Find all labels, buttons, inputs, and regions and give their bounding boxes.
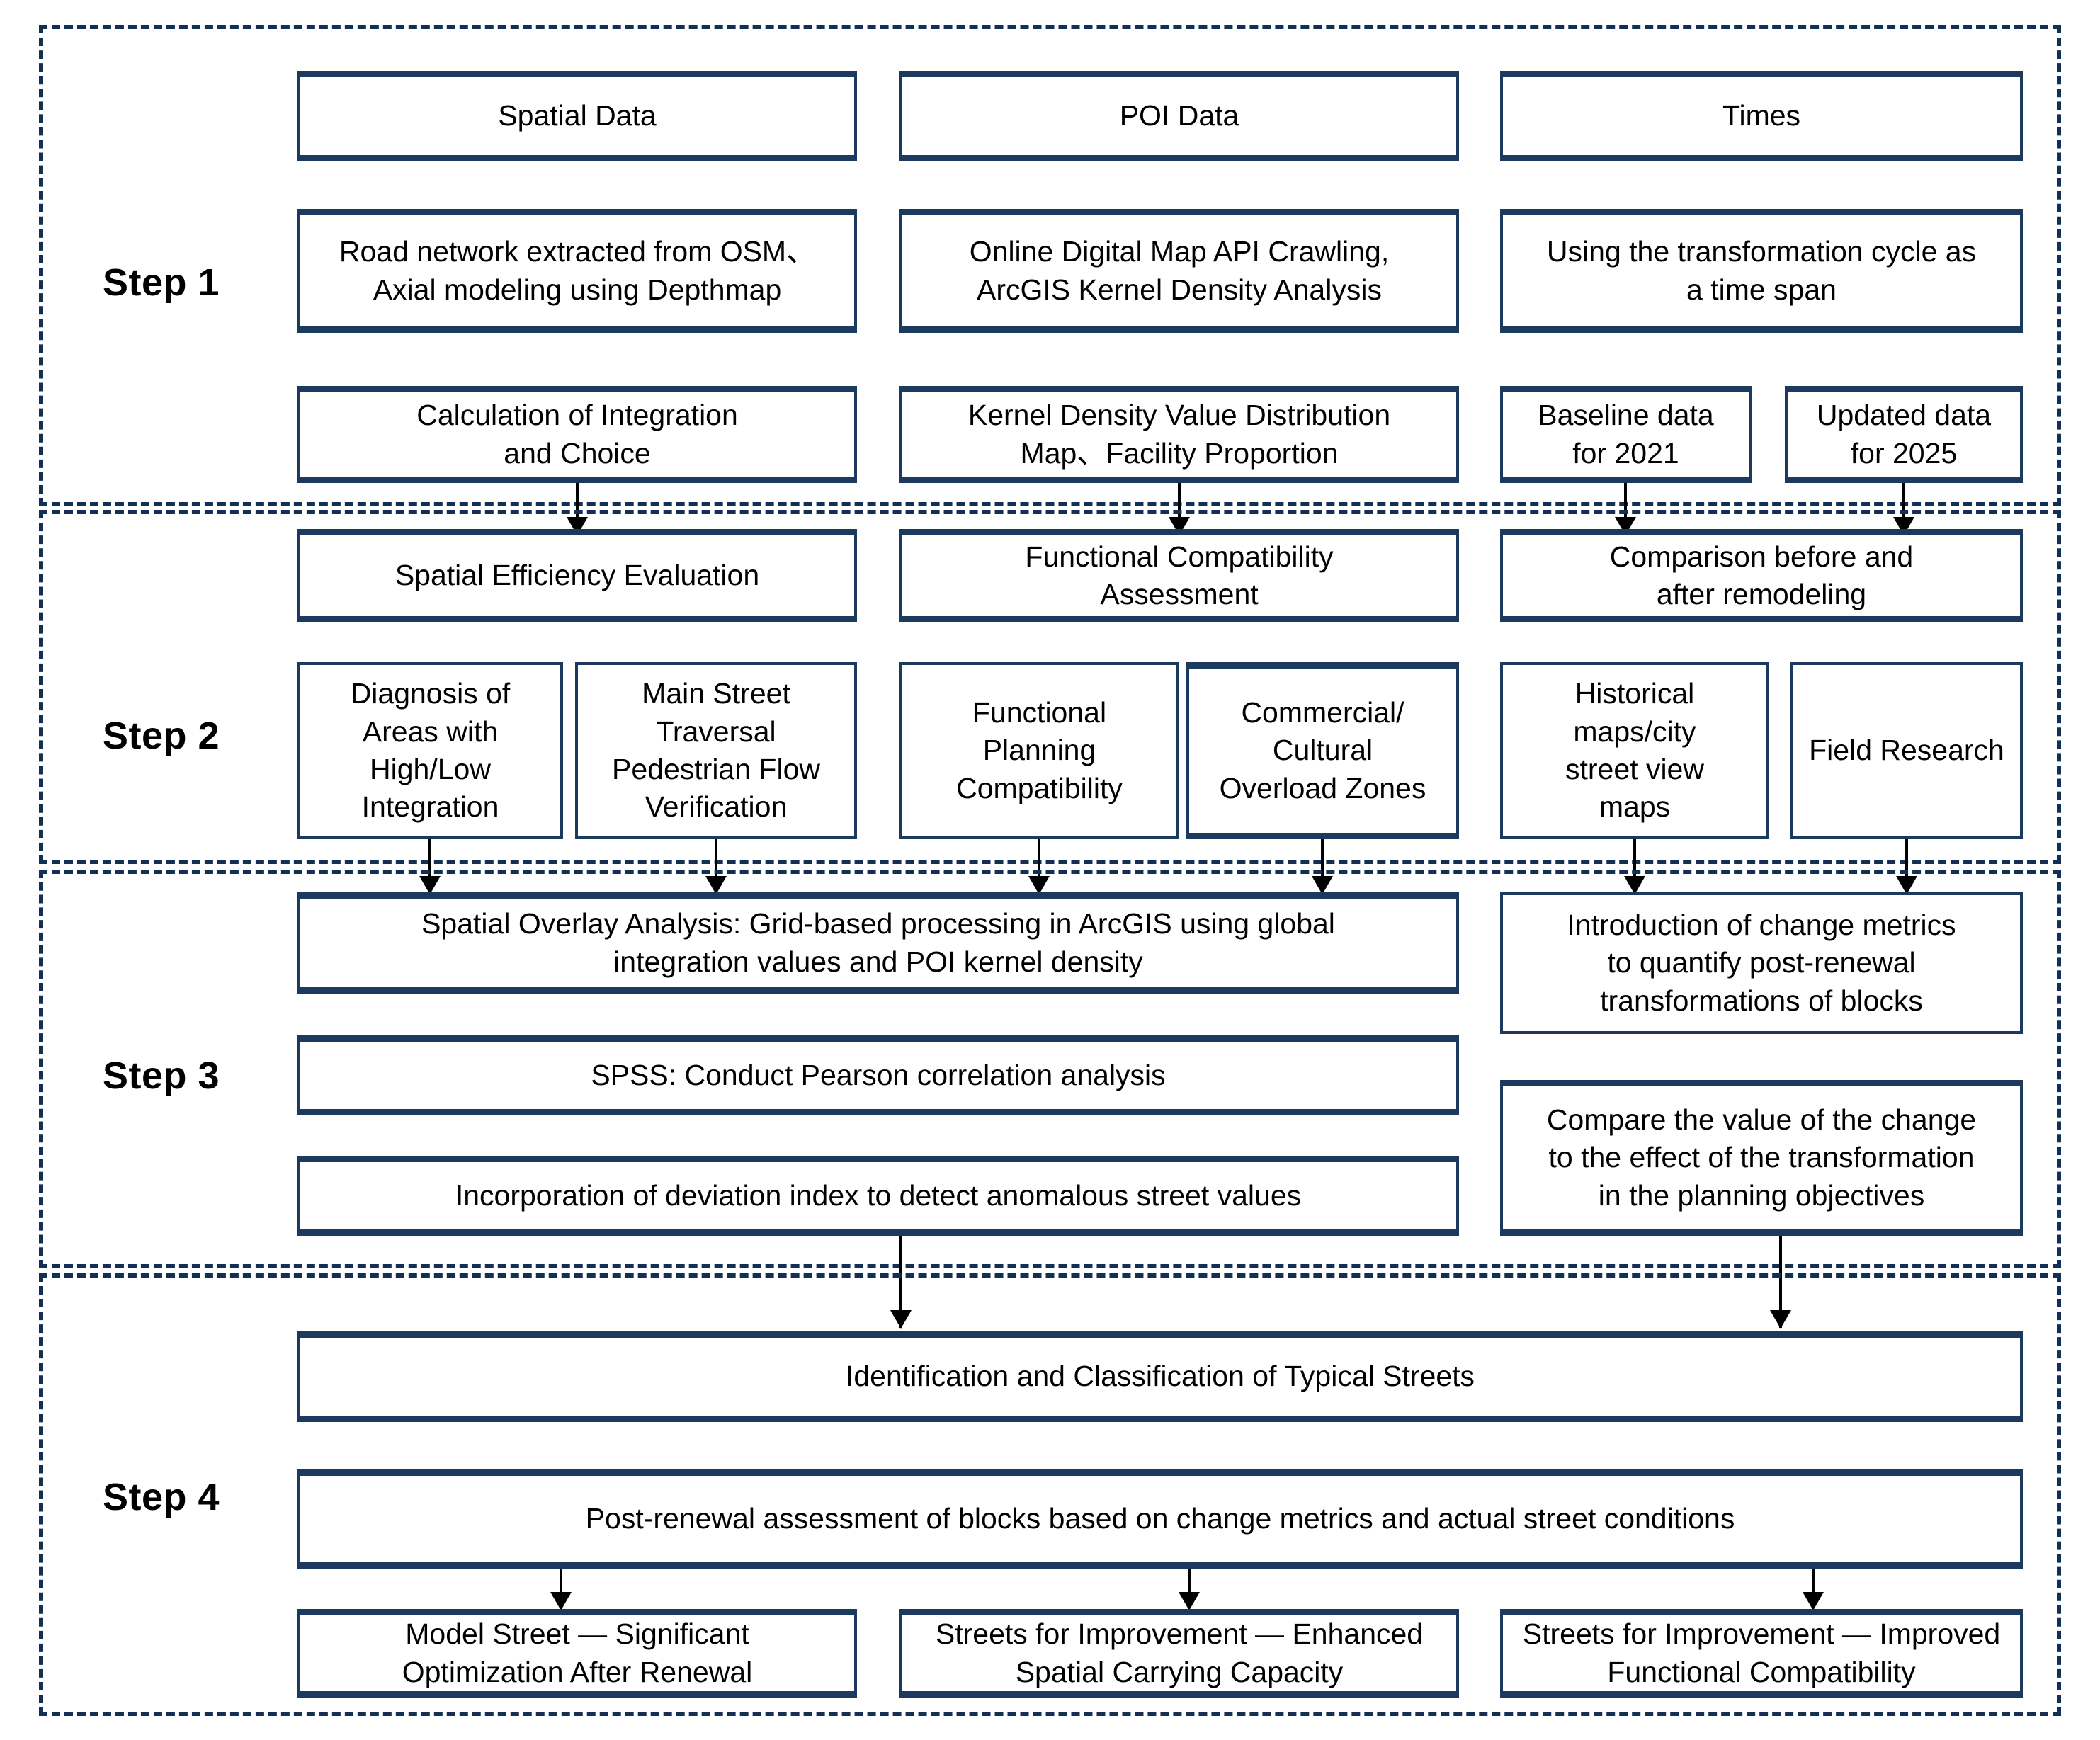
node-label: SPSS: Conduct Pearson correlation analys…: [591, 1058, 1166, 1091]
node-label: Baseline data for 2021: [1538, 399, 1714, 470]
arrow-deviation-to-identification: [890, 1310, 912, 1329]
arrow-assessment-to-carrying-capacity: [1179, 1592, 1200, 1610]
step-2-label: Step 2: [103, 715, 220, 757]
connector-planning-to-overlay: [1038, 839, 1040, 894]
node-spatial-efficiency-evaluation[interactable]: Spatial Efficiency Evaluation: [297, 529, 857, 622]
node-deviation-index[interactable]: Incorporation of deviation index to dete…: [297, 1156, 1459, 1236]
node-post-renewal-assessment[interactable]: Post-renewal assessment of blocks based …: [297, 1469, 2023, 1569]
node-label: Times: [1722, 99, 1801, 132]
node-label: Spatial Overlay Analysis: Grid-based pro…: [421, 907, 1335, 978]
node-identification-classification[interactable]: Identification and Classification of Typ…: [297, 1331, 2023, 1422]
arrow-compare-to-identification: [1770, 1310, 1791, 1329]
node-times[interactable]: Times: [1500, 71, 2023, 161]
node-label: Post-renewal assessment of blocks based …: [585, 1502, 1735, 1535]
node-poi-data[interactable]: POI Data: [899, 71, 1459, 161]
connector-overload-to-overlay: [1321, 839, 1324, 894]
step-1-label: Step 1: [103, 261, 220, 304]
node-label: POI Data: [1119, 99, 1239, 132]
node-kernel-density-map[interactable]: Kernel Density Value Distribution Map、Fa…: [899, 386, 1459, 483]
node-spatial-overlay-analysis[interactable]: Spatial Overlay Analysis: Grid-based pro…: [297, 892, 1459, 994]
step-3-label: Step 3: [103, 1054, 220, 1097]
node-label: Model Street — Significant Optimization …: [402, 1617, 753, 1688]
node-integration-choice[interactable]: Calculation of Integration and Choice: [297, 386, 857, 483]
connector-assessment-to-carrying-capacity: [1188, 1569, 1191, 1608]
node-baseline-2021[interactable]: Baseline data for 2021: [1500, 386, 1752, 483]
node-label: Spatial Data: [498, 99, 657, 132]
step-2-frame: [39, 510, 2061, 864]
connector-compare-to-identification: [1779, 1236, 1782, 1328]
node-label: Compare the value of the change to the e…: [1546, 1103, 1977, 1212]
node-commercial-cultural-overload[interactable]: Commercial/ Cultural Overload Zones: [1186, 662, 1459, 839]
node-road-network-method[interactable]: Road network extracted from OSM、 Axial m…: [297, 209, 857, 333]
step-4-label: Step 4: [103, 1476, 220, 1518]
connector-assessment-to-functional-compat: [1812, 1569, 1815, 1608]
arrow-pedestrian-to-overlay: [705, 876, 727, 894]
node-label: Functional Planning Compatibility: [956, 696, 1123, 804]
node-poi-crawling-method[interactable]: Online Digital Map API Crawling, ArcGIS …: [899, 209, 1459, 333]
node-comparison-before-after[interactable]: Comparison before and after remodeling: [1500, 529, 2023, 622]
node-label: Streets for Improvement — Enhanced Spati…: [935, 1617, 1424, 1688]
arrow-diagnosis-to-overlay: [419, 876, 441, 894]
node-label: Commercial/ Cultural Overload Zones: [1219, 696, 1426, 804]
step-3-frame: [39, 870, 2061, 1268]
arrow-historical-to-change-metrics: [1624, 876, 1645, 894]
node-pedestrian-flow-verification[interactable]: Main Street Traversal Pedestrian Flow Ve…: [575, 662, 857, 839]
node-label: Streets for Improvement — Improved Funct…: [1522, 1617, 2001, 1688]
node-label: Calculation of Integration and Choice: [416, 399, 738, 470]
step-1-frame: [39, 25, 2061, 506]
node-label: Road network extracted from OSM、 Axial m…: [339, 235, 816, 306]
arrow-assessment-to-functional-compat: [1803, 1592, 1824, 1610]
node-spss-pearson[interactable]: SPSS: Conduct Pearson correlation analys…: [297, 1035, 1459, 1115]
connector-integration-to-spatial-eff: [576, 483, 579, 534]
connector-historical-to-change-metrics: [1633, 839, 1636, 894]
arrow-overload-to-overlay: [1312, 876, 1333, 894]
node-label: Kernel Density Value Distribution Map、Fa…: [967, 399, 1391, 470]
node-spatial-data[interactable]: Spatial Data: [297, 71, 857, 161]
connector-field-to-change-metrics: [1905, 839, 1908, 894]
node-carrying-capacity-result[interactable]: Streets for Improvement — Enhanced Spati…: [899, 1609, 1459, 1698]
arrow-assessment-to-model-street: [550, 1592, 572, 1610]
node-functional-compatibility-assessment[interactable]: Functional Compatibility Assessment: [899, 529, 1459, 622]
node-diagnosis-integration[interactable]: Diagnosis of Areas with High/Low Integra…: [297, 662, 563, 839]
node-label: Historical maps/city street view maps: [1565, 677, 1704, 824]
connector-assessment-to-model-street: [560, 1569, 562, 1608]
node-historical-maps[interactable]: Historical maps/city street view maps: [1500, 662, 1769, 839]
node-field-research[interactable]: Field Research: [1790, 662, 2023, 839]
connector-baseline-to-comparison: [1624, 483, 1627, 534]
node-label: Using the transformation cycle as a time…: [1546, 235, 1977, 306]
connector-kernel-to-functional: [1178, 483, 1181, 534]
node-label: Main Street Traversal Pedestrian Flow Ve…: [612, 677, 820, 824]
node-label: Updated data for 2025: [1816, 399, 1992, 470]
arrow-field-to-change-metrics: [1896, 876, 1917, 894]
connector-deviation-to-identification: [899, 1236, 902, 1328]
node-change-metrics[interactable]: Introduction of change metrics to quanti…: [1500, 892, 2023, 1034]
node-label: Diagnosis of Areas with High/Low Integra…: [350, 677, 511, 824]
node-compare-planning-objectives[interactable]: Compare the value of the change to the e…: [1500, 1080, 2023, 1236]
node-updated-2025[interactable]: Updated data for 2025: [1785, 386, 2023, 483]
connector-diagnosis-to-overlay: [428, 839, 431, 894]
node-label: Field Research: [1809, 734, 2004, 767]
node-label: Incorporation of deviation index to dete…: [455, 1178, 1302, 1212]
node-functional-compatibility-result[interactable]: Streets for Improvement — Improved Funct…: [1500, 1609, 2023, 1698]
node-functional-planning-compatibility[interactable]: Functional Planning Compatibility: [899, 662, 1179, 839]
node-label: Introduction of change metrics to quanti…: [1567, 909, 1956, 1017]
node-label: Identification and Classification of Typ…: [845, 1360, 1475, 1393]
step-4-frame: [39, 1273, 2061, 1716]
node-label: Online Digital Map API Crawling, ArcGIS …: [969, 235, 1390, 306]
node-model-street-result[interactable]: Model Street — Significant Optimization …: [297, 1609, 857, 1698]
node-label: Spatial Efficiency Evaluation: [395, 559, 760, 592]
node-label: Functional Compatibility Assessment: [1025, 540, 1334, 610]
node-time-span-method[interactable]: Using the transformation cycle as a time…: [1500, 209, 2023, 333]
node-label: Comparison before and after remodeling: [1609, 540, 1914, 610]
arrow-planning-to-overlay: [1028, 876, 1050, 894]
connector-pedestrian-to-overlay: [715, 839, 717, 894]
connector-updated-to-comparison: [1902, 483, 1905, 534]
